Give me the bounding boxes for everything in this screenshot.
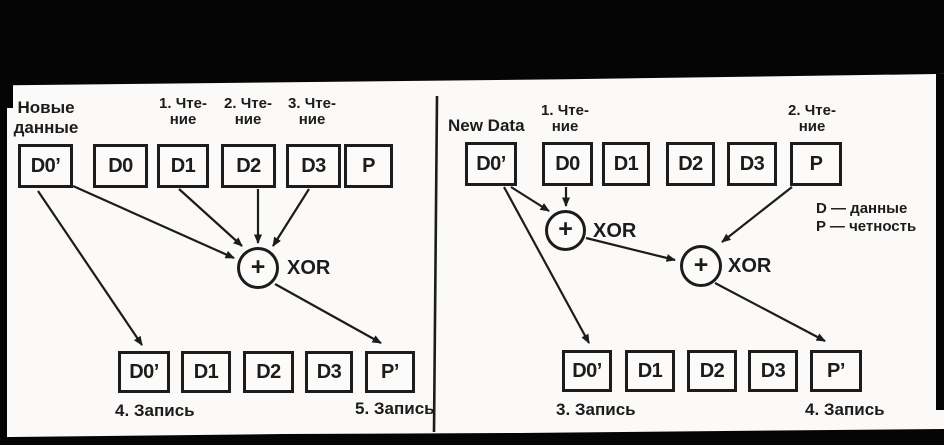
new-data-label: Новые данные [5,98,87,138]
read-step-label: 1. Чте- ние [541,102,589,135]
read-step-label: 1. Чте- ние [159,95,207,128]
xor-node: + [237,247,279,289]
arrow-p-to-xor2 [721,186,793,243]
write-step-label: 4. Запись [115,401,195,420]
disk-block: P’ [365,351,415,393]
new-data-label: New Data [448,116,525,135]
scan-border-top [0,0,944,86]
disk-block: D3 [727,142,777,186]
arrow-d1-to-xor [178,188,243,247]
scan-border-left [0,84,7,445]
read-step-label: 2. Чте- ние [224,95,272,128]
arrow-d0p-to-bottom-d0p [37,190,143,346]
arrow-xor-to-pp [274,283,382,344]
scan-border-left-blob [0,84,13,108]
disk-block: P [344,144,393,188]
disk-block: D1 [625,350,675,392]
disk-block: D3 [748,350,798,392]
disk-block: D1 [181,351,231,393]
disk-block: D2 [666,142,715,186]
disk-block: D3 [305,351,353,393]
xor-label: XOR [728,255,772,277]
disk-block: D1 [157,144,209,188]
arrow-d0p-to-xor [72,184,235,260]
disk-block: D0’ [118,351,170,393]
disk-block: D2 [221,144,276,188]
arrow-xor1-to-xor2 [585,236,676,262]
xor-label: XOR [287,257,331,279]
disk-block: D1 [602,142,650,186]
legend-data: D — данные [816,200,908,217]
panel-divider [432,95,439,433]
disk-block: D0’ [562,350,612,392]
arrow-d0p-to-bottom-d0p [503,186,590,344]
disk-block: D2 [687,350,737,392]
scan-border-right [936,74,944,410]
disk-block: D2 [243,351,294,393]
xor-node: + [680,245,722,287]
write-step-label: 4. Запись [805,400,885,419]
disk-block: D0’ [18,144,73,188]
legend-parity: P — четность [816,218,917,235]
legend: D — данные P — четность [816,200,916,236]
arrow-d3-to-xor [272,188,310,247]
disk-block: P [790,142,842,186]
disk-block: D0 [93,144,148,188]
disk-block: P’ [810,350,862,392]
disk-block: D0’ [465,142,517,186]
new-data-line1: Новые [17,98,75,117]
read-step-label: 2. Чте- ние [788,102,836,135]
write-step-label: 3. Запись [556,400,636,419]
write-step-label: 5. Запись [355,399,435,418]
read-step-label: 3. Чте- ние [288,95,336,128]
new-data-line2: данные [13,118,79,137]
arrow-d0p-to-xor1 [510,186,550,212]
arrow-xor2-to-pp [714,282,826,342]
xor-node: + [545,210,586,251]
xor-label: XOR [593,220,637,242]
disk-block: D3 [286,144,341,188]
disk-block: D0 [542,142,593,186]
